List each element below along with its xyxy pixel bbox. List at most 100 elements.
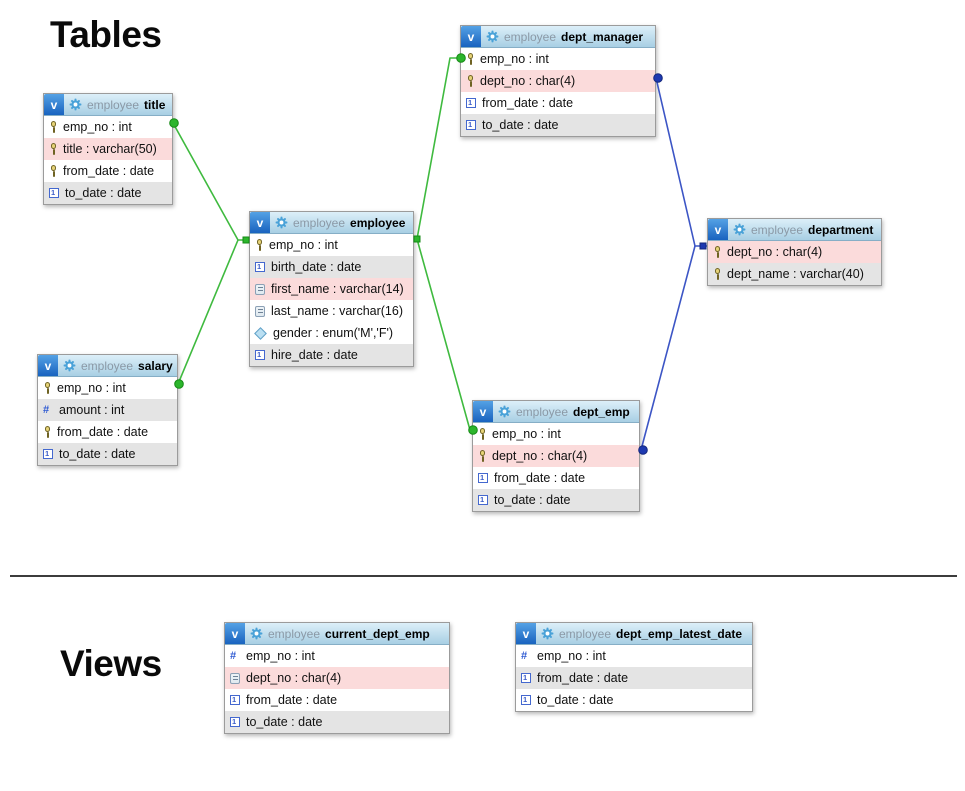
column-label: dept_no : char(4) xyxy=(492,449,588,463)
blue-connector-square xyxy=(699,242,707,250)
column-row[interactable]: first_name : varchar(14) xyxy=(250,278,413,300)
key-icon xyxy=(49,143,57,156)
column-row[interactable]: to_date : date xyxy=(473,489,639,511)
column-row[interactable]: dept_no : char(4) xyxy=(708,241,881,263)
column-label: from_date : date xyxy=(537,671,629,685)
view-badge-icon: v xyxy=(225,623,245,644)
column-row[interactable]: gender : enum('M','F') xyxy=(250,322,413,344)
gear-icon xyxy=(733,223,746,236)
column-row[interactable]: dept_no : char(4) xyxy=(461,70,655,92)
column-row[interactable]: to_date : date xyxy=(461,114,655,136)
column-row[interactable]: emp_no : int xyxy=(473,423,639,445)
blue-relationship-line xyxy=(640,245,696,451)
column-row[interactable]: from_date : date xyxy=(473,467,639,489)
column-row[interactable]: dept_name : varchar(40) xyxy=(708,263,881,285)
column-row[interactable]: to_date : date xyxy=(38,443,177,465)
date-icon xyxy=(255,262,265,272)
gear-icon xyxy=(541,627,554,640)
column-row[interactable]: amount : int xyxy=(38,399,177,421)
schema-name: employee xyxy=(504,29,557,44)
column-row[interactable]: birth_date : date xyxy=(250,256,413,278)
column-row[interactable]: dept_no : char(4) xyxy=(473,445,639,467)
column-row[interactable]: title : varchar(50) xyxy=(44,138,172,160)
column-row[interactable]: to_date : date xyxy=(44,182,172,204)
column-label: first_name : varchar(14) xyxy=(271,282,404,296)
column-row[interactable]: dept_no : char(4) xyxy=(225,667,449,689)
key-icon xyxy=(478,428,486,441)
text-icon xyxy=(255,305,265,317)
column-row[interactable]: last_name : varchar(16) xyxy=(250,300,413,322)
column-label: emp_no : int xyxy=(492,427,561,441)
column-row[interactable]: from_date : date xyxy=(44,160,172,182)
column-label: from_date : date xyxy=(63,164,155,178)
column-row[interactable]: emp_no : int xyxy=(225,645,449,667)
column-label: to_date : date xyxy=(482,118,559,132)
column-label: emp_no : int xyxy=(480,52,549,66)
date-icon xyxy=(521,673,531,683)
column-label: dept_no : char(4) xyxy=(727,245,823,259)
column-row[interactable]: emp_no : int xyxy=(44,116,172,138)
key-icon xyxy=(713,268,721,281)
column-row[interactable]: hire_date : date xyxy=(250,344,413,366)
column-label: emp_no : int xyxy=(537,649,606,663)
gear-icon xyxy=(250,627,263,640)
column-row[interactable]: from_date : date xyxy=(225,689,449,711)
column-label: from_date : date xyxy=(482,96,574,110)
schema-name: employee xyxy=(293,215,346,230)
column-row[interactable]: emp_no : int xyxy=(461,48,655,70)
column-row[interactable]: to_date : date xyxy=(225,711,449,733)
column-label: to_date : date xyxy=(246,715,323,729)
date-icon xyxy=(230,717,240,727)
column-label: amount : int xyxy=(59,403,125,417)
gear-icon xyxy=(69,98,82,111)
schema-name: employee xyxy=(516,404,569,419)
number-icon xyxy=(230,650,240,663)
table-name: dept_manager xyxy=(561,29,644,44)
column-label: birth_date : date xyxy=(271,260,362,274)
schema-name: employee xyxy=(268,626,321,641)
column-row[interactable]: emp_no : int xyxy=(38,377,177,399)
key-icon xyxy=(255,239,263,252)
column-row[interactable]: emp_no : int xyxy=(250,234,413,256)
column-row[interactable]: to_date : date xyxy=(516,689,752,711)
view-badge-icon: v xyxy=(38,355,58,376)
date-icon xyxy=(255,350,265,360)
view-badge-icon: v xyxy=(473,401,493,422)
column-label: title : varchar(50) xyxy=(63,142,157,156)
column-row[interactable]: from_date : date xyxy=(38,421,177,443)
column-row[interactable]: from_date : date xyxy=(461,92,655,114)
date-icon xyxy=(49,188,59,198)
schema-name: employee xyxy=(81,358,134,373)
column-row[interactable]: from_date : date xyxy=(516,667,752,689)
section-divider xyxy=(10,575,957,577)
enum-icon xyxy=(254,326,267,340)
column-row[interactable]: emp_no : int xyxy=(516,645,752,667)
date-icon xyxy=(521,695,531,705)
column-label: from_date : date xyxy=(246,693,338,707)
blue-relationship-line xyxy=(655,77,707,247)
date-icon xyxy=(466,98,476,108)
date-icon xyxy=(478,473,488,483)
key-icon xyxy=(49,165,57,178)
date-icon xyxy=(43,449,53,459)
column-label: dept_no : char(4) xyxy=(246,671,342,685)
view-badge-icon: v xyxy=(250,212,270,233)
key-icon xyxy=(478,450,486,463)
views-section-title: Views xyxy=(60,643,162,684)
